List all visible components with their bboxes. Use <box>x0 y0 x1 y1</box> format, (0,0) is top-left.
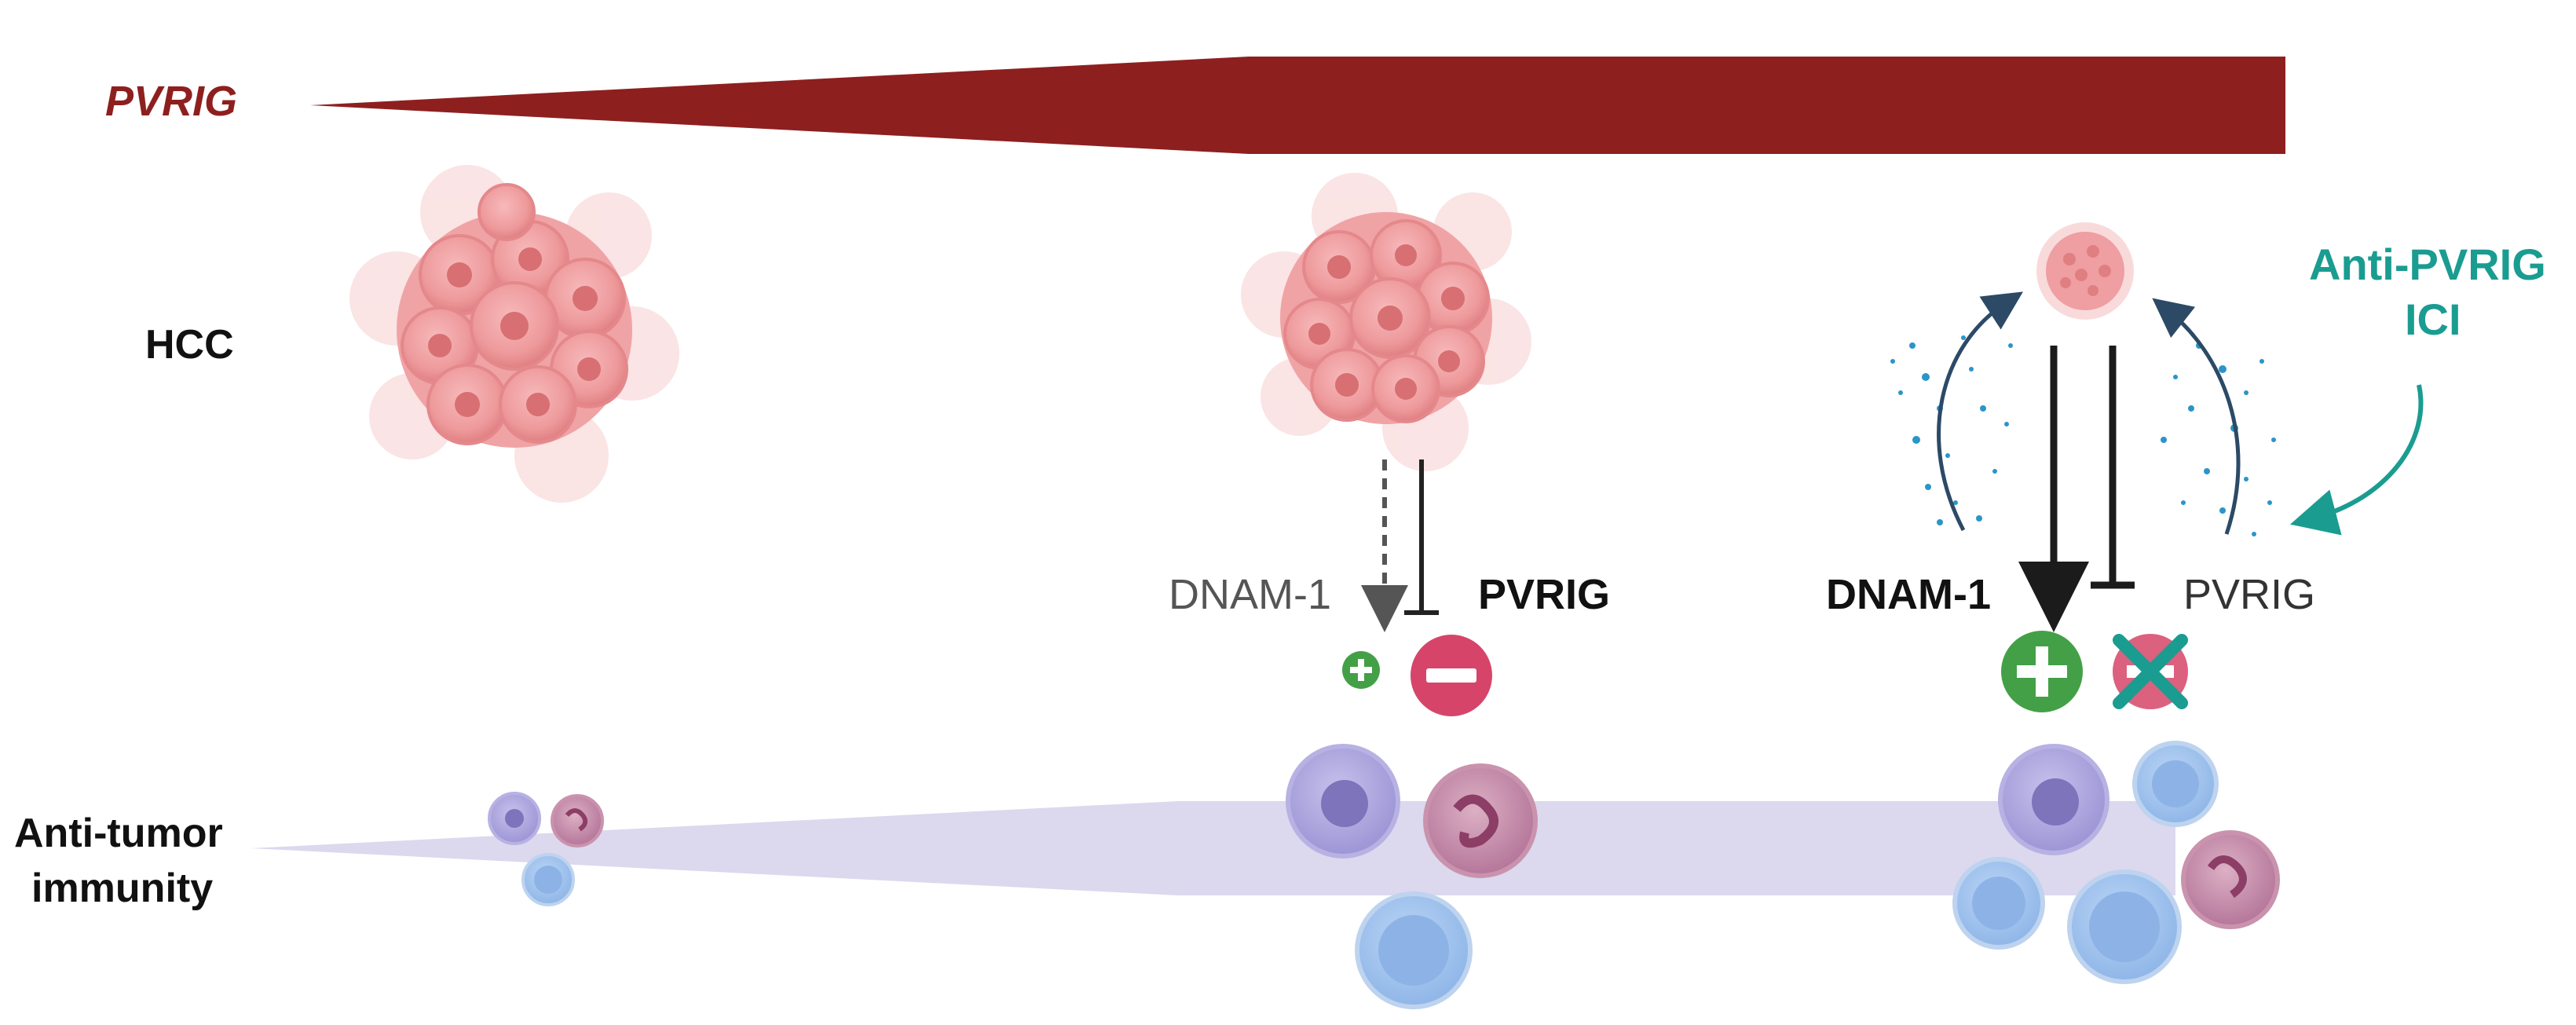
ici-arrow <box>2289 384 2424 536</box>
t-cell-icon <box>2067 869 2182 984</box>
middle-dnam1-label: DNAM-1 <box>1169 571 1331 618</box>
tumor-cluster-icon <box>349 165 679 503</box>
anti-tumor-immunity-band <box>251 801 2175 895</box>
blocked-x-icon <box>2113 634 2188 709</box>
neutrophil-icon <box>1423 763 1538 878</box>
hcc-label: HCC <box>145 322 234 368</box>
curved-arrow-right <box>2152 298 2241 535</box>
t-cell-icon <box>2132 741 2219 827</box>
nk-cell-icon <box>1998 744 2109 855</box>
right-pvrig-label: PVRIG <box>2183 571 2315 618</box>
minus-sign-icon <box>1411 635 1492 716</box>
anti-tumor-label-line2: immunity <box>31 866 213 911</box>
right-dnam1-label: DNAM-1 <box>1826 571 1991 618</box>
t-cell-icon <box>521 853 575 906</box>
t-cell-icon <box>1952 857 2045 950</box>
ici-label-line1: Anti-PVRIG <box>2309 240 2546 289</box>
neutrophil-icon <box>2181 830 2280 929</box>
nk-cell-icon <box>488 792 541 845</box>
nk-cell-icon <box>1286 744 1400 858</box>
middle-pvrig-label: PVRIG <box>1478 571 1610 618</box>
plus-sign-icon <box>1342 651 1380 689</box>
anti-tumor-label-line1: Anti-tumor <box>14 811 223 856</box>
curved-arrow-left <box>1937 291 2023 532</box>
ici-label-line2: ICI <box>2405 295 2461 344</box>
pvrig-gradient-label: PVRIG <box>105 78 237 125</box>
tumor-cluster-icon <box>1241 173 1531 471</box>
plus-sign-icon <box>2001 631 2083 712</box>
tumor-cluster-icon <box>2036 222 2134 320</box>
pvrig-gradient-wedge <box>310 57 2285 154</box>
neutrophil-icon <box>551 794 604 847</box>
t-cell-icon <box>1355 891 1473 1009</box>
